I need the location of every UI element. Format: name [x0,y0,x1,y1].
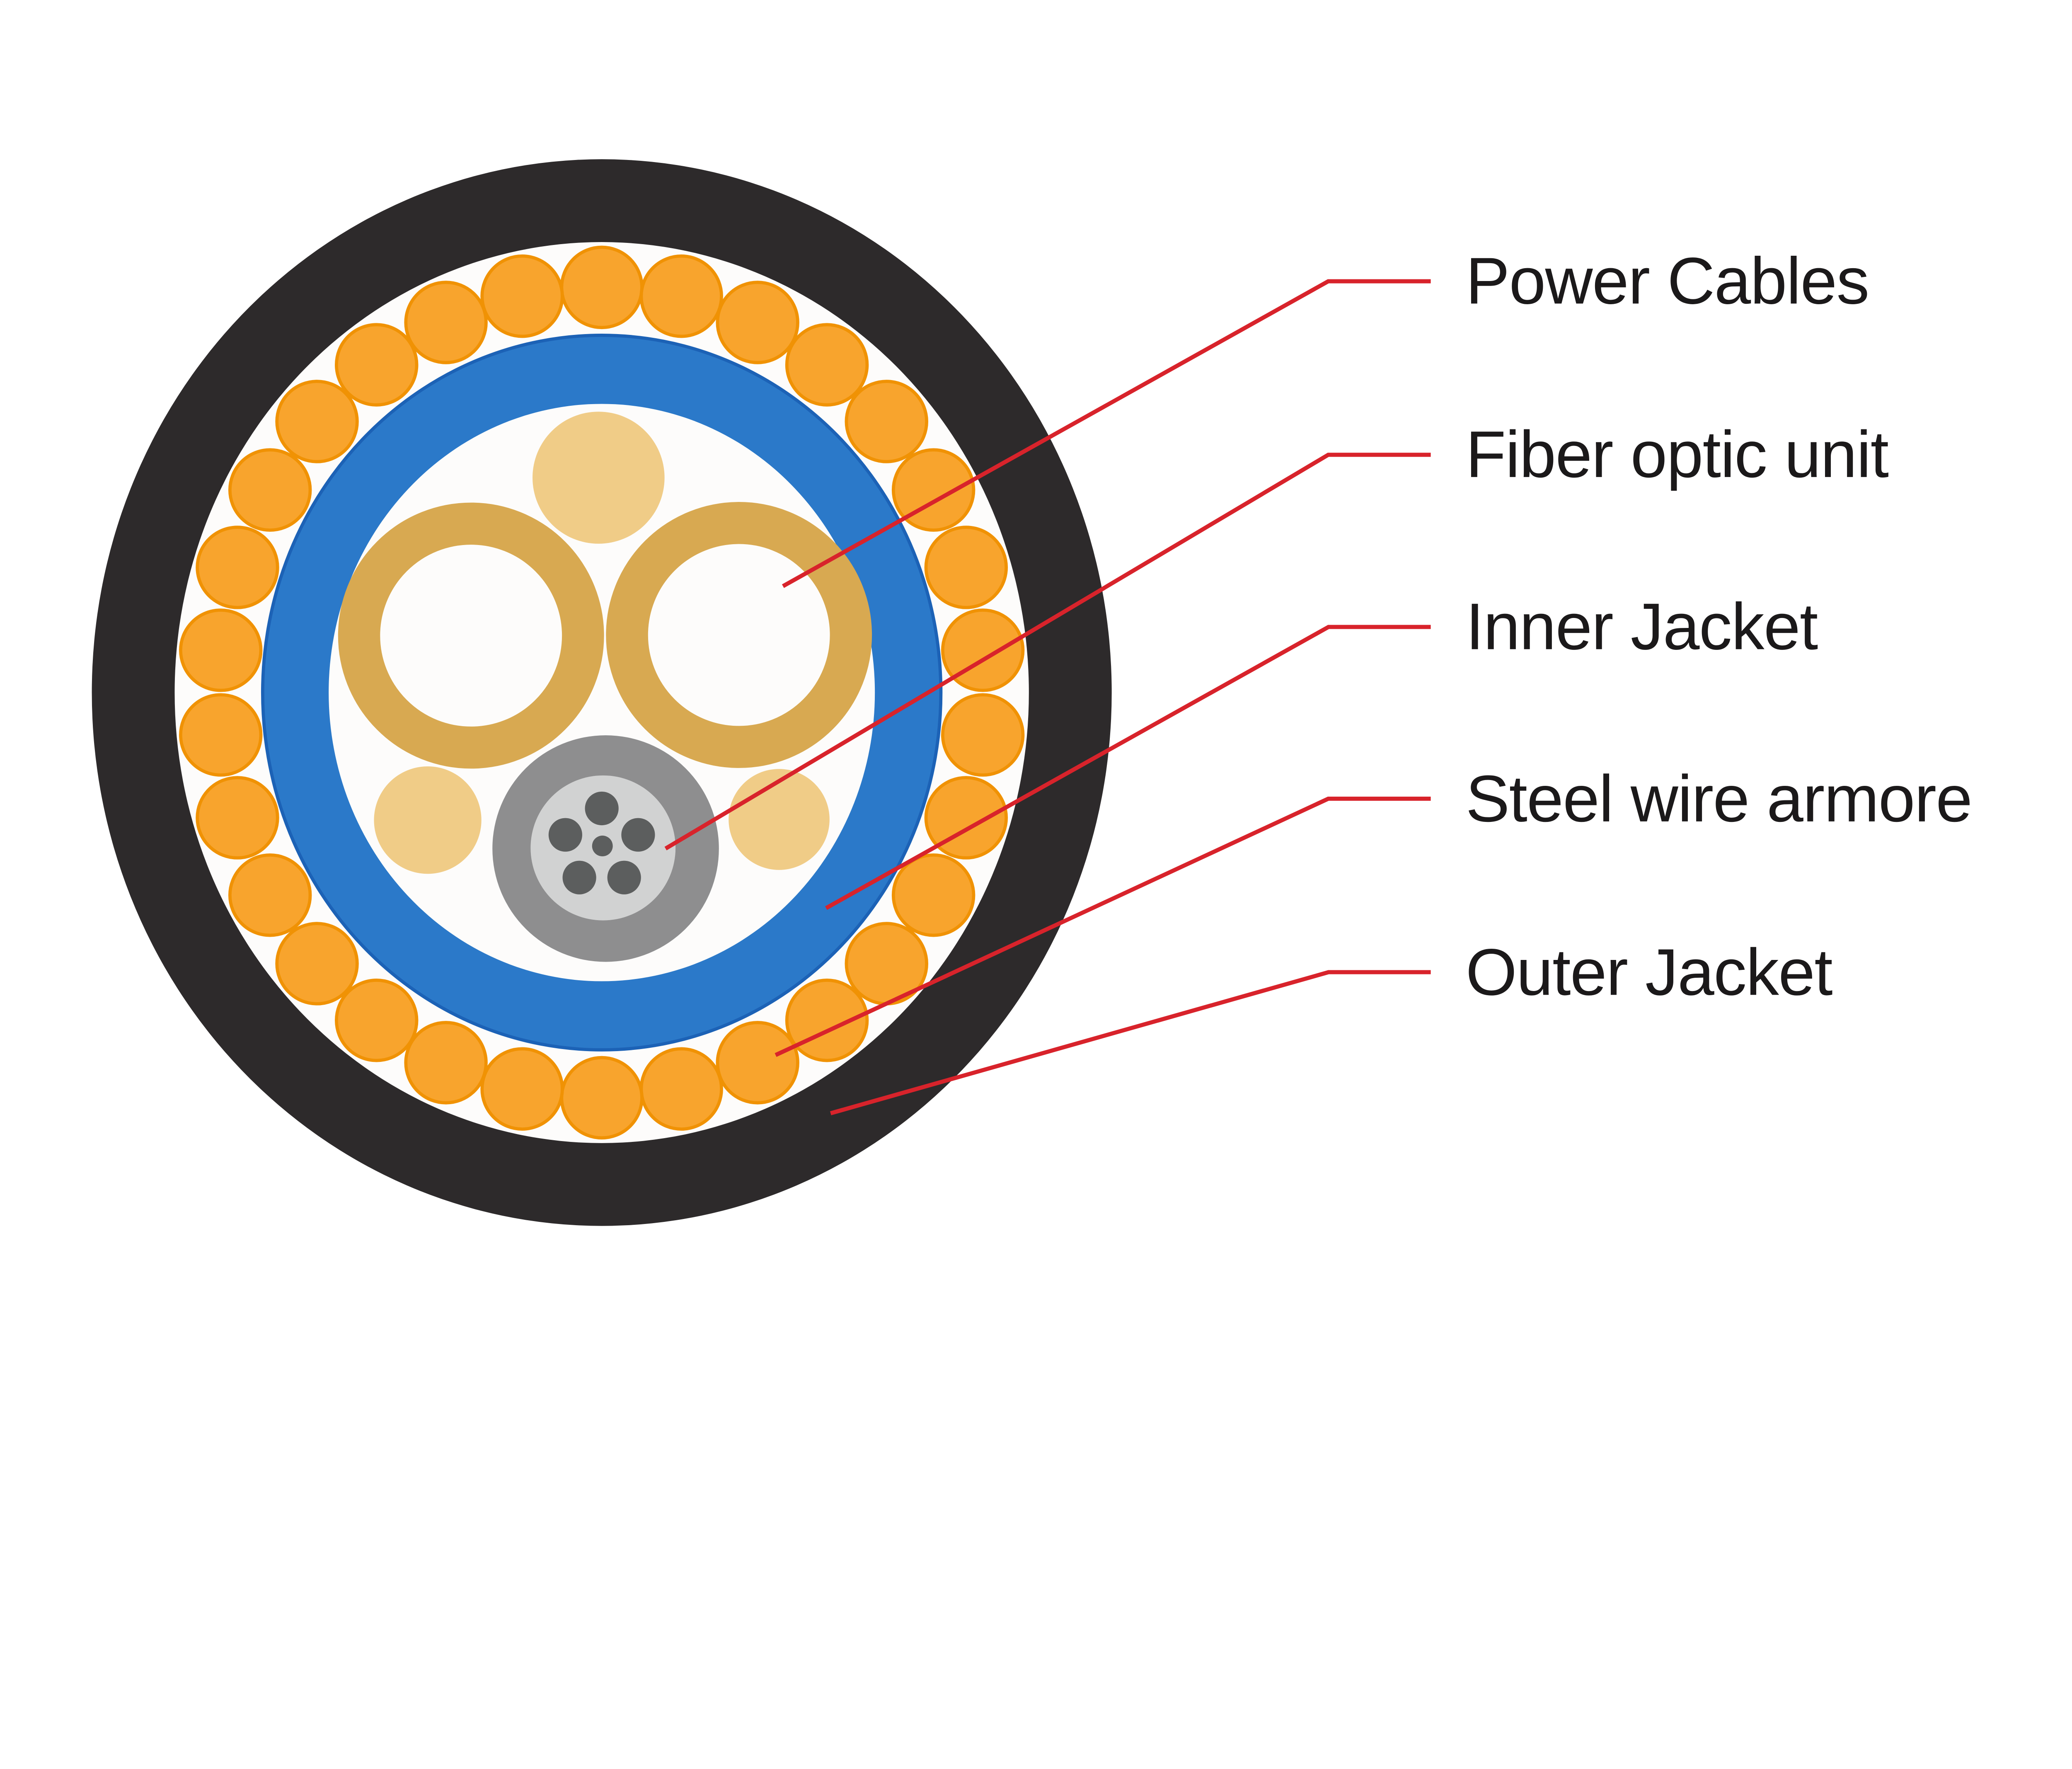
steel-wire [480,254,564,338]
steel-wire [785,323,869,407]
filler-rod-right [729,769,830,870]
steel-wire [228,853,312,937]
steel-wire [560,245,644,330]
steel-wire [480,1047,564,1131]
label-inner-jacket: Inner Jacket [1466,589,1818,663]
fiber-core [562,860,596,894]
fiber-core [621,818,655,852]
steel-wire [560,1056,644,1140]
cable-cross-section-diagram: Power Cables Fiber optic unit Inner Jack… [92,159,1973,1226]
leader-outer-jacket [830,970,1431,1115]
steel-wire [275,380,359,463]
leader-lines [664,279,1431,1115]
steel-wire [179,693,263,777]
steel-wire [404,281,488,364]
label-outer-jacket: Outer Jacket [1466,935,1832,1009]
steel-wire [891,853,975,937]
power-cable-left [338,502,604,769]
steel-wire [941,693,1025,777]
steel-wire [196,526,279,609]
steel-wire [891,448,975,532]
label-power-cables: Power Cables [1466,244,1869,317]
filler-rod-top [533,412,665,544]
steel-wire [639,1047,723,1131]
fiber-core [548,818,582,852]
steel-wire [334,979,419,1062]
power-cable-right [606,502,872,768]
steel-wire [924,776,1008,860]
power-cables-group [338,502,872,769]
labels: Power Cables Fiber optic unit Inner Jack… [1466,244,1973,1009]
steel-wire [179,608,263,692]
fiber-core [585,791,619,826]
filler-rods [374,412,830,874]
fiber-core-center [592,836,613,857]
steel-wire [639,254,723,338]
leader-steel-wire-armore [775,797,1431,1057]
steel-wire-armor-ring [179,245,1025,1140]
label-steel-wire-armore: Steel wire armore [1466,762,1972,836]
fiber-cores [548,791,655,894]
steel-wire [275,922,359,1006]
steel-wire [404,1021,488,1105]
cable-cross-section-figure: Power Cables Fiber optic unit Inner Jack… [92,159,1973,1226]
steel-wire [716,1021,799,1105]
leader-inner-jacket [825,625,1431,910]
filler-rod-left [374,766,482,874]
leader-fiber-optic-unit [664,453,1431,851]
steel-wire [228,448,312,532]
steel-wire [716,281,799,364]
fiber-optic-unit-group [492,735,719,962]
steel-wire [845,380,928,463]
label-fiber-optic-unit: Fiber optic unit [1466,417,1889,491]
leader-power-cables [782,279,1431,588]
steel-wire [334,323,419,407]
steel-wire [196,776,279,860]
fiber-core [607,860,641,894]
steel-wire [924,526,1008,609]
